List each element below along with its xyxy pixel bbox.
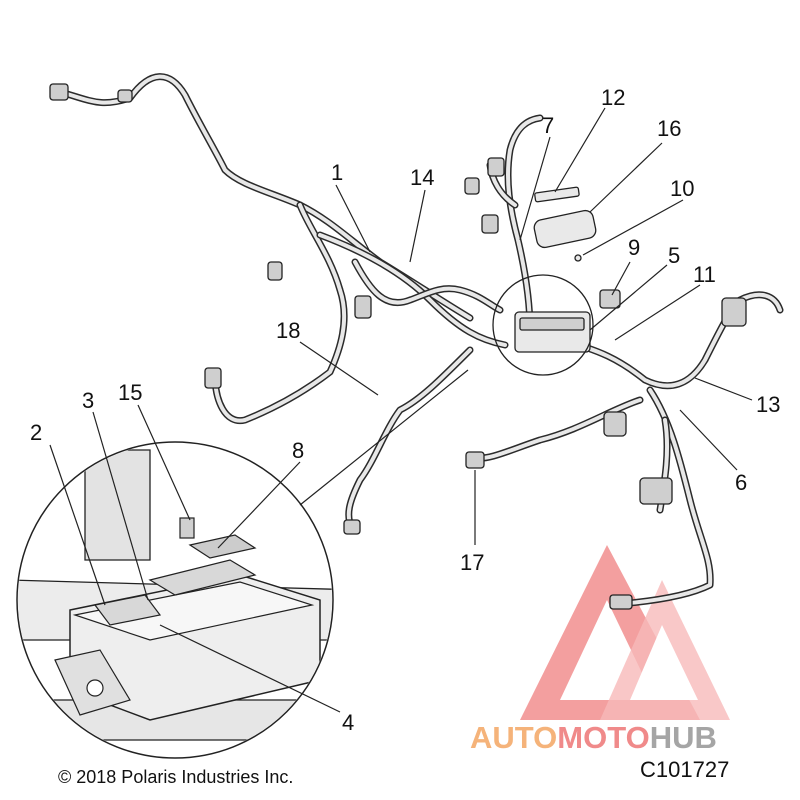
callout-10: 10 <box>670 176 694 201</box>
drawing-number: C101727 <box>640 757 729 782</box>
callout-2: 2 <box>30 420 42 445</box>
brand-part-moto: MOTO <box>557 720 649 755</box>
callout-15: 15 <box>118 380 142 405</box>
callout-13: 13 <box>756 392 780 417</box>
brand-part-auto: AUTO <box>470 720 557 755</box>
callout-12: 12 <box>601 85 625 110</box>
connectors <box>49 83 747 610</box>
callout-14: 14 <box>410 165 434 190</box>
callout-3: 3 <box>82 388 94 413</box>
brand-part-hub: HUB <box>650 720 717 755</box>
callout-1: 1 <box>331 160 343 185</box>
callout-16: 16 <box>657 116 681 141</box>
watermark-logo <box>520 545 730 720</box>
detail-inset <box>16 441 334 759</box>
callout-18: 18 <box>276 318 300 343</box>
callout-17: 17 <box>460 550 484 575</box>
callout-5: 5 <box>668 243 680 268</box>
callout-11: 11 <box>693 262 716 287</box>
copyright-notice: © 2018 Polaris Industries Inc. <box>58 767 293 787</box>
watermark-brand-text: AUTOMOTOHUB <box>470 720 717 755</box>
leader-lines <box>49 107 753 713</box>
callout-labels: 1 2 3 4 5 6 7 8 9 10 11 12 13 14 15 16 1… <box>30 85 780 735</box>
callout-4: 4 <box>342 710 354 735</box>
callout-6: 6 <box>735 470 747 495</box>
callout-9: 9 <box>628 235 640 260</box>
callout-7: 7 <box>542 113 554 138</box>
svg-text:AUTOMOTOHUB: AUTOMOTOHUB <box>470 720 717 755</box>
callout-8: 8 <box>292 438 304 463</box>
